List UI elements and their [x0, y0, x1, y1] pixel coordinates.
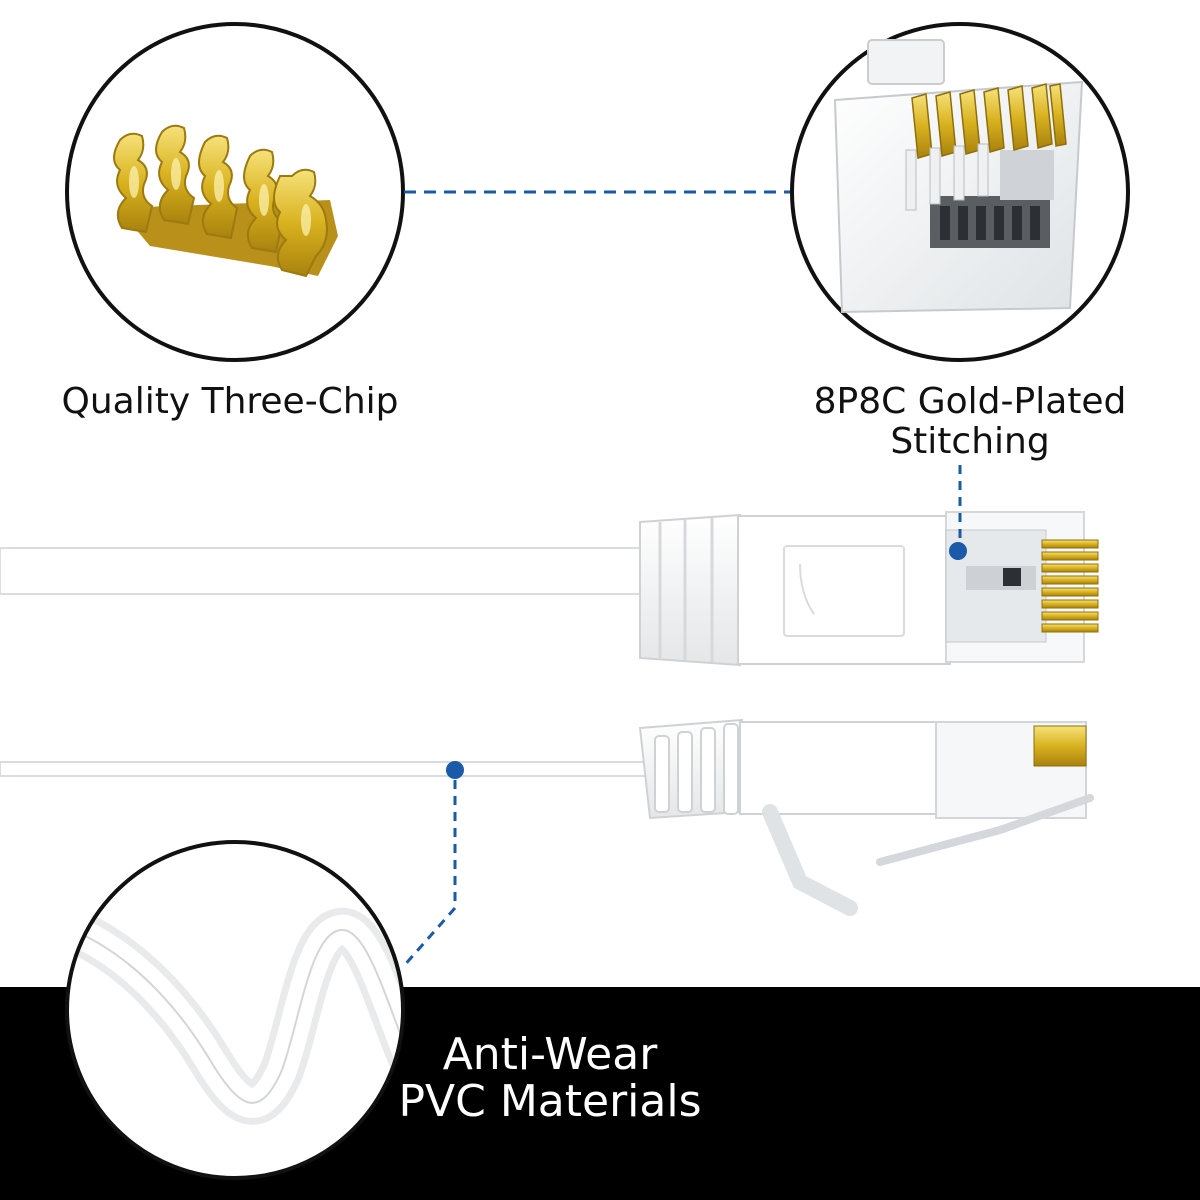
caption-quality-three-chip: Quality Three-Chip	[61, 381, 399, 422]
caption-gold-plated-line-1: 8P8C Gold-Plated	[813, 381, 1127, 422]
pvc-closeup	[65, 840, 405, 1180]
dashed-connector-plated	[949, 465, 967, 560]
caption-anti-wear-line-2: PVC Materials	[398, 1076, 702, 1127]
rj45-connector-closeup-icon	[833, 39, 1084, 314]
dashed-connector-wear	[400, 761, 464, 969]
caption-gold-plated-line-2: Stitching	[890, 421, 1050, 462]
flat-cable-twist-icon	[67, 903, 403, 1125]
chip-closeup	[65, 22, 405, 362]
gold-contact-chip-icon	[113, 124, 338, 278]
caption-gold-plated-stitching: 8P8C Gold-Plated Stitching	[760, 382, 1180, 462]
rj45-plug-side-view-icon	[0, 718, 1094, 916]
connector-closeup	[790, 22, 1130, 362]
rj45-plug-top-view-icon	[0, 511, 1099, 667]
caption-anti-wear-line-1: Anti-Wear	[442, 1029, 658, 1080]
